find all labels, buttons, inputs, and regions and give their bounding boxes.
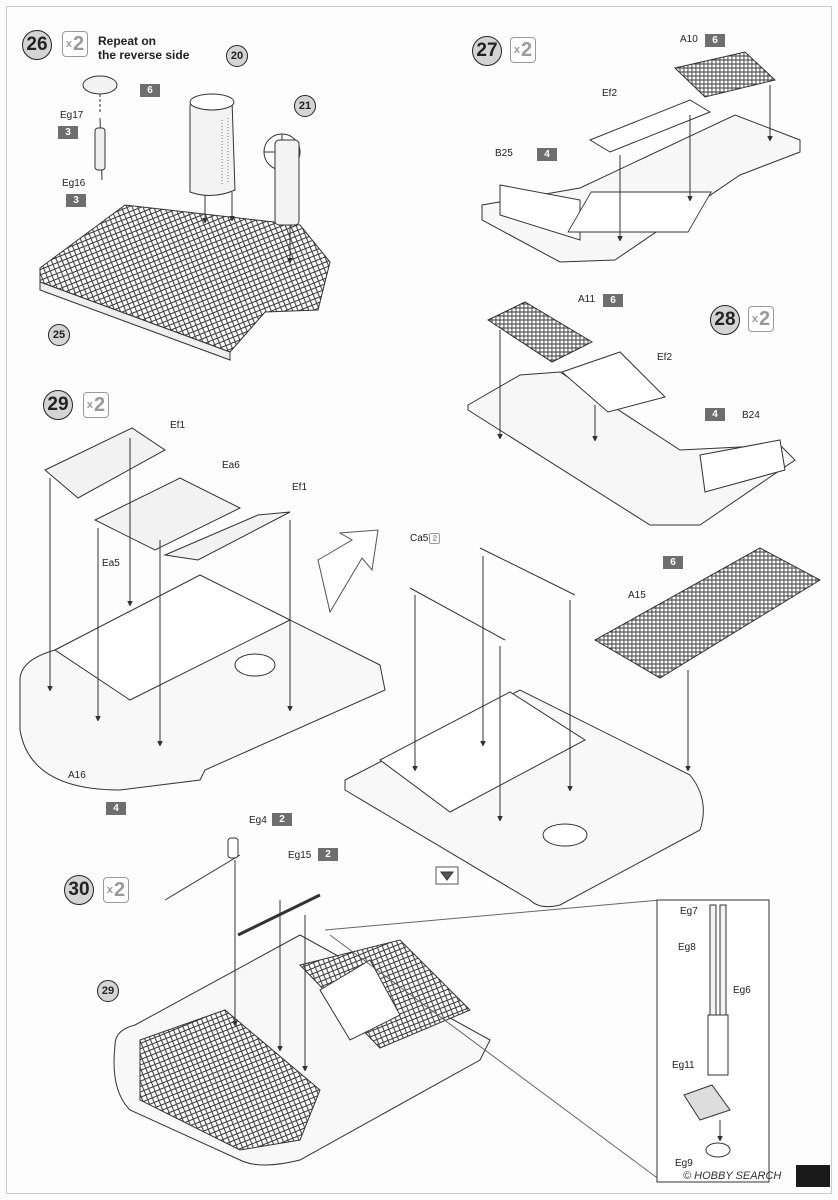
watermark: © HOBBY SEARCH <box>683 1170 782 1182</box>
paint-code-eg16: 3 <box>66 194 86 207</box>
step29-result-frame <box>344 547 822 908</box>
part-eg15: Eg15 <box>288 850 312 861</box>
step26-part20-stove <box>189 93 236 222</box>
part-eg16: Eg16 <box>62 178 86 189</box>
paint-code-eg4: 2 <box>272 813 292 826</box>
part-a11: A11 <box>578 294 596 305</box>
part-ef1-b: Ef1 <box>292 482 308 493</box>
step-28-number: 28 <box>710 305 740 335</box>
ref-29: 29 <box>97 980 119 1002</box>
part-ea5: Ea5 <box>102 558 120 569</box>
part-eg4: Eg4 <box>249 815 267 826</box>
step30-floor-assembly <box>113 837 661 1181</box>
ref-25: 25 <box>48 324 70 346</box>
step-27-number: 27 <box>472 36 502 66</box>
step26-part21-wheel <box>263 133 301 262</box>
step-29-number: 29 <box>43 390 73 420</box>
step-26-number: 26 <box>22 30 52 60</box>
paint-code-eg17b: 3 <box>58 126 78 139</box>
part-eg17: Eg17 <box>60 110 84 121</box>
step30-detail-inset <box>656 899 770 1183</box>
step29-floor-frame <box>19 427 386 791</box>
part-ef1-a: Ef1 <box>170 420 186 431</box>
paint-code-b24: 4 <box>705 408 725 421</box>
paint-code-a10: 6 <box>705 34 725 47</box>
step29-arrow-icon <box>317 529 379 614</box>
paint-code-b25: 4 <box>537 148 557 161</box>
part-a15: A15 <box>628 590 646 601</box>
ref-20: 20 <box>226 45 248 67</box>
paint-code-eg17: 6 <box>140 84 160 97</box>
part-b24: B24 <box>742 410 760 421</box>
paint-code-a11: 6 <box>603 294 623 307</box>
part-ef2-27: Ef2 <box>602 88 618 99</box>
part-eg9: Eg9 <box>675 1158 693 1169</box>
step29-flip-icon <box>435 866 459 885</box>
part-eg8: Eg8 <box>678 942 696 953</box>
paint-code-eg15: 2 <box>318 848 338 861</box>
ca5-multiplier: 2 <box>429 533 441 544</box>
part-ea6: Ea6 <box>222 460 240 471</box>
step28-side-panel <box>467 301 796 526</box>
step26-floor-plate <box>39 204 331 361</box>
part-eg7: Eg7 <box>680 906 698 917</box>
part-eg6: Eg6 <box>733 985 751 996</box>
part-a10: A10 <box>680 34 698 45</box>
paint-code-a16: 4 <box>106 802 126 815</box>
page-number-box <box>796 1165 830 1187</box>
part-a16: A16 <box>68 770 86 781</box>
step27-side-panel <box>481 51 801 263</box>
ref-21: 21 <box>294 95 316 117</box>
part-ef2-28: Ef2 <box>657 352 673 363</box>
part-eg11: Eg11 <box>672 1060 695 1071</box>
step-30-number: 30 <box>64 875 94 905</box>
part-b25: B25 <box>495 148 513 159</box>
paint-code-a15: 6 <box>663 556 683 569</box>
step26-eg16-rod <box>82 75 118 181</box>
